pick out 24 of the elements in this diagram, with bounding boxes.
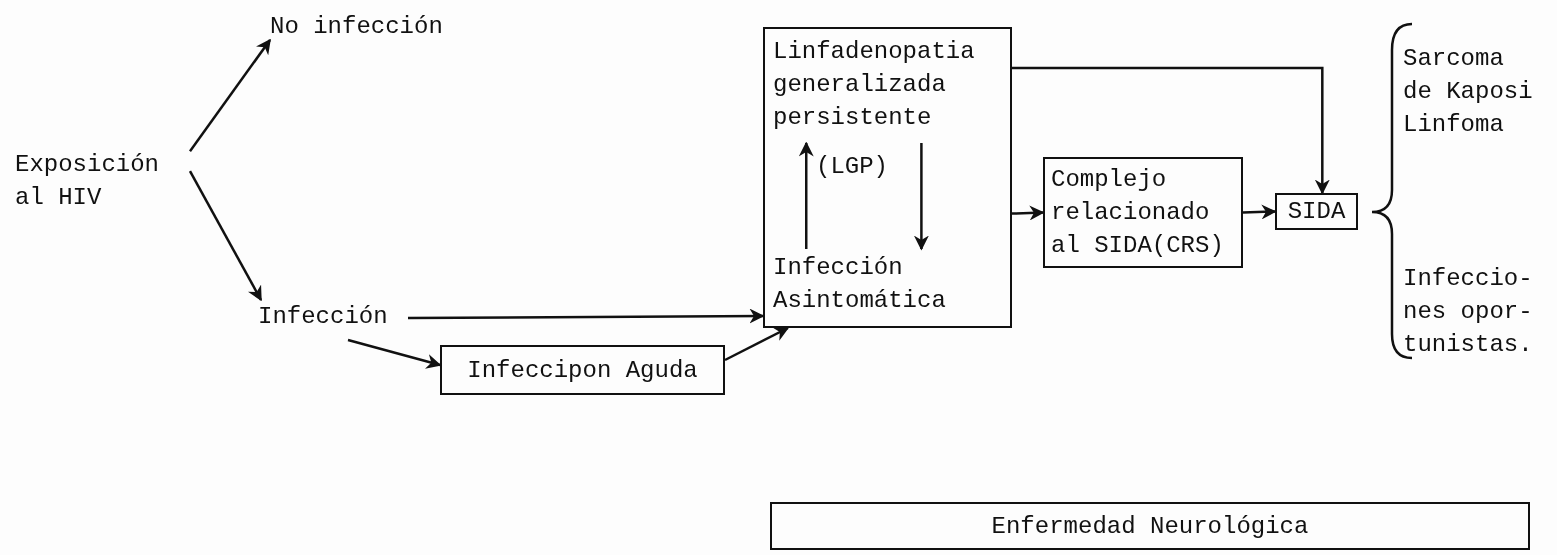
arrow: [724, 326, 790, 362]
stage-text: No infección: [270, 10, 480, 50]
diagram-label: (LGP): [816, 152, 889, 182]
arrow: [188, 170, 263, 302]
diagram-label: Infeccio- nes opor- tunistas.: [1403, 264, 1534, 360]
process-box: Complejo relacionado al SIDA(CRS): [1043, 157, 1243, 268]
arrow: [1242, 204, 1277, 220]
arrow: [189, 38, 271, 153]
arrow: [1011, 205, 1045, 221]
diagram-label: Linfoma: [1403, 110, 1505, 140]
stage-text: Exposición al HIV: [15, 148, 190, 214]
process-box: Enfermedad Neurológica: [770, 502, 1530, 550]
group-box: [763, 27, 1012, 328]
stage-text: Linfadenopatia generalizada persistente: [773, 35, 1008, 145]
process-box: SIDA: [1275, 193, 1358, 230]
process-box: Infeccipon Aguda: [440, 345, 725, 395]
diagram-label: Sarcoma de Kaposi: [1403, 44, 1534, 107]
stage-text: Infección: [258, 300, 408, 340]
arrow: [1012, 66, 1330, 195]
arrow: [347, 338, 442, 369]
arrow: [408, 308, 765, 324]
arrow: [913, 143, 929, 251]
arrow: [798, 141, 814, 249]
stage-text: Infección Asintomática: [773, 251, 1008, 321]
